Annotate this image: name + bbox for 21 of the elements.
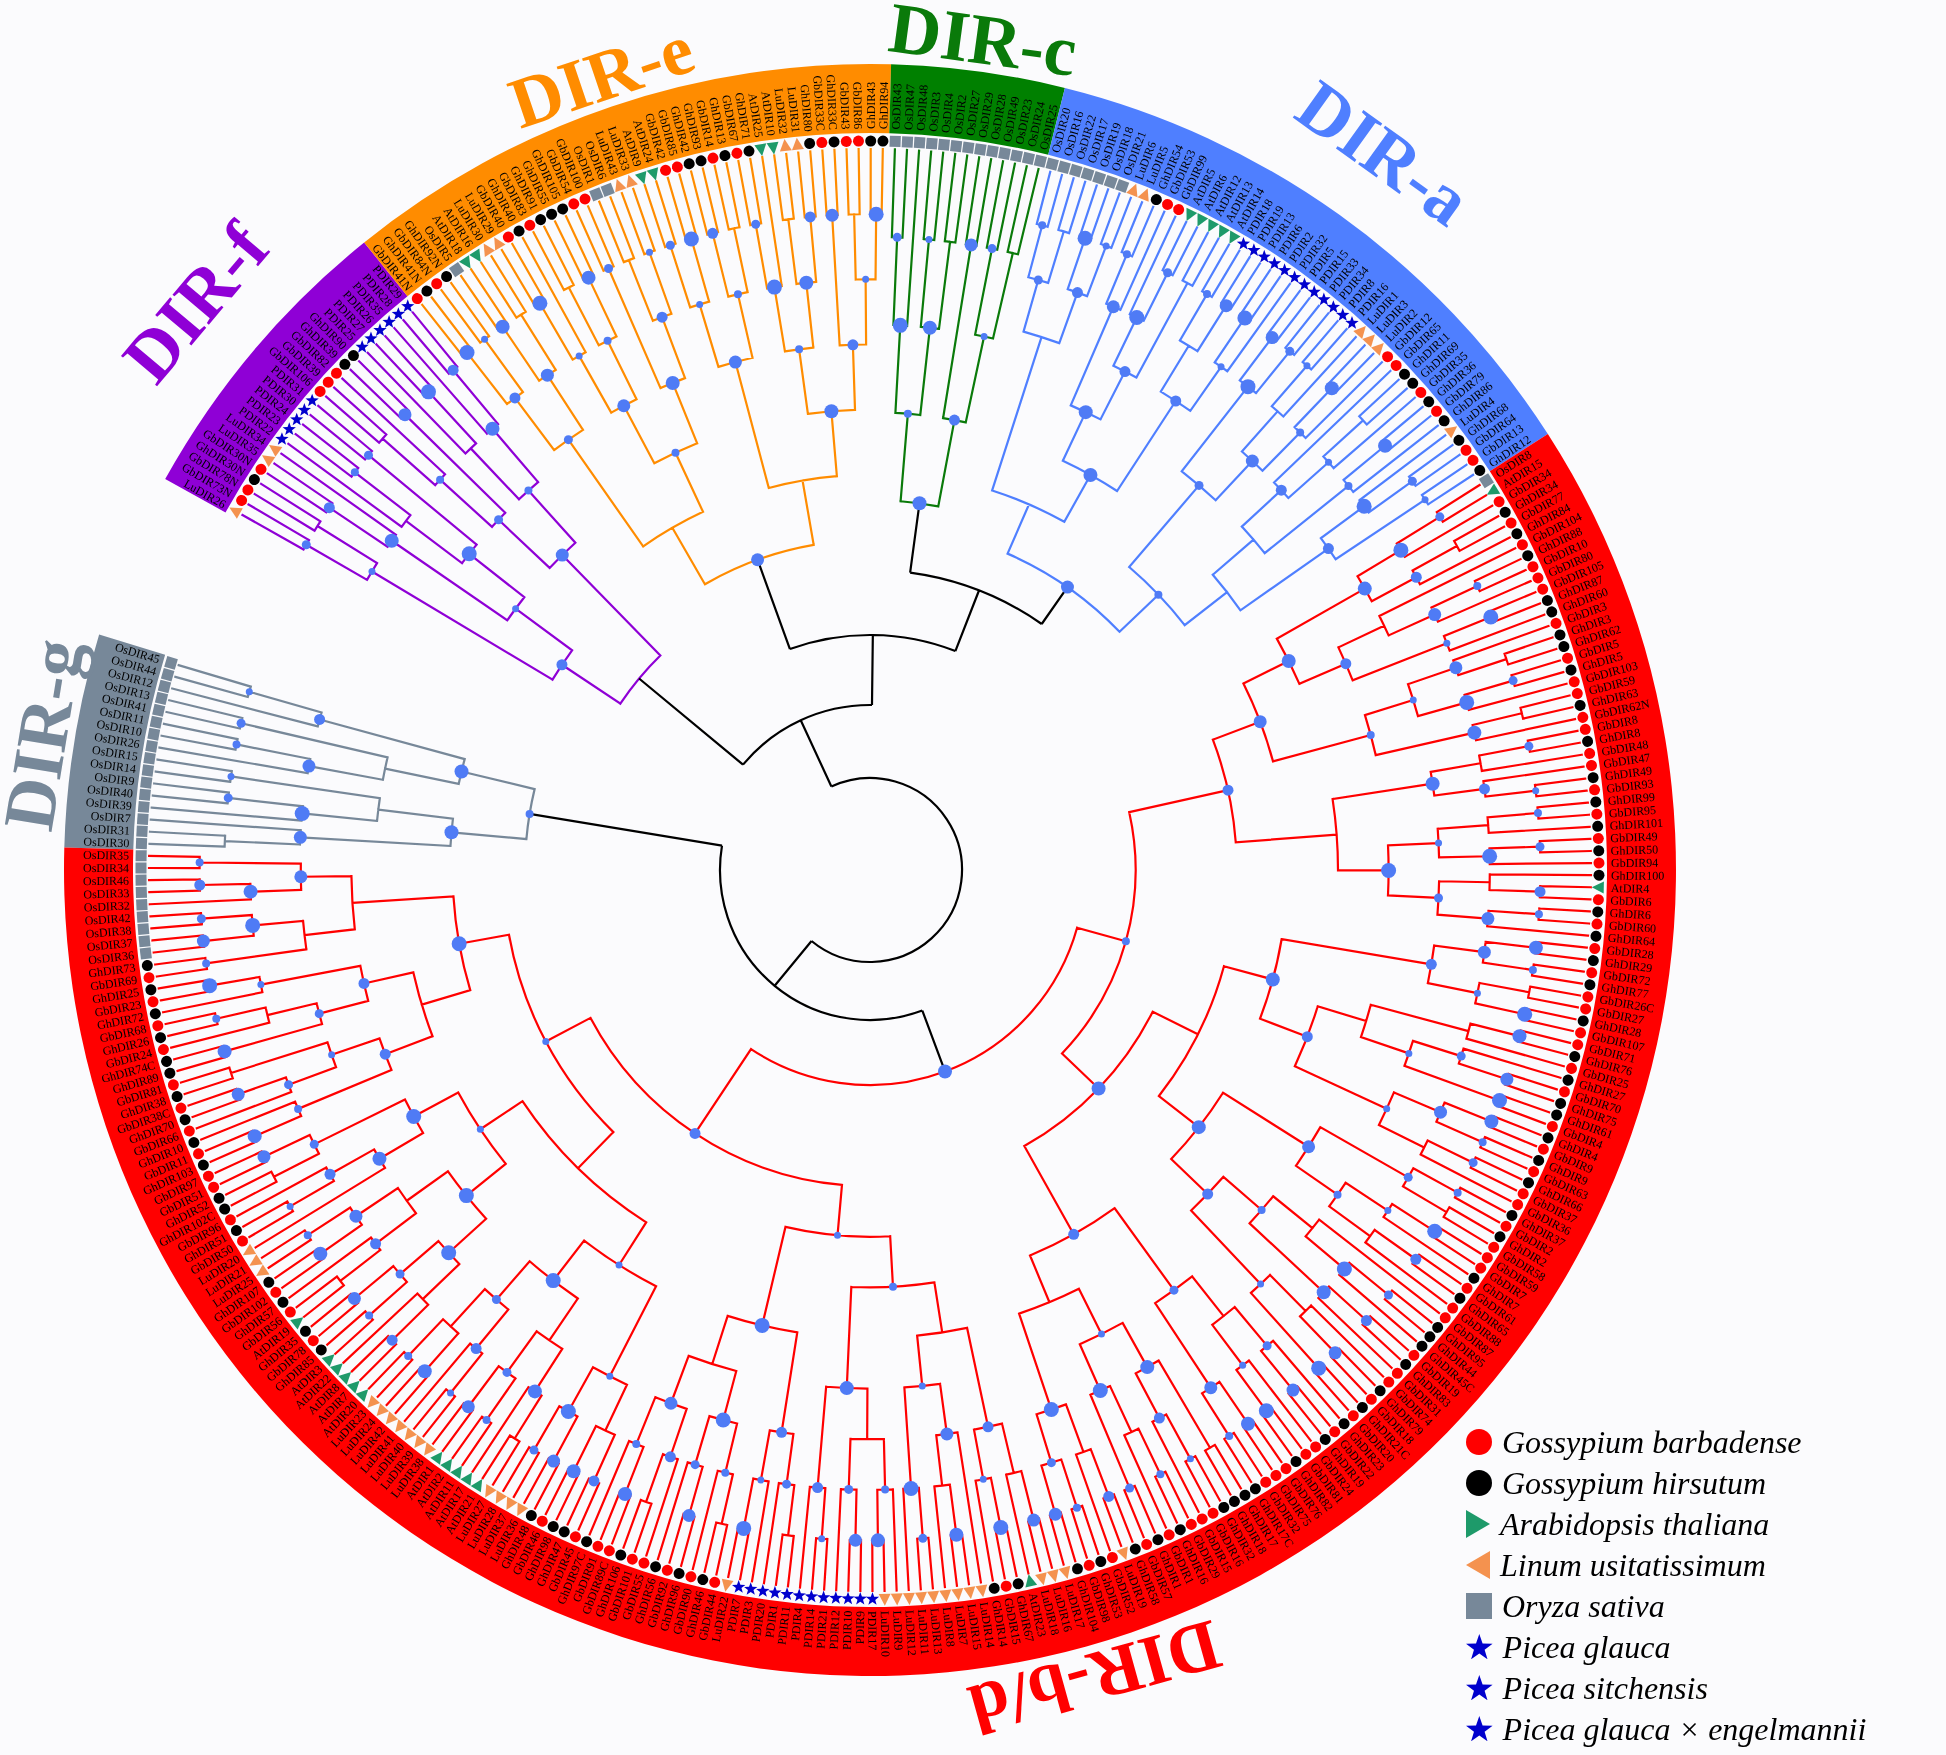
legend-text: Picea glauca × engelmannii [1502,1712,1867,1745]
legend-text: Gossypium hirsutum [1502,1466,1766,1499]
legend-text: Gossypium barbadense [1502,1425,1802,1458]
leaf-label: GhDIR43 [863,81,878,129]
leaf-label: GbDIR43 [837,81,853,130]
leaf-label: GhDIR100 [1610,868,1665,883]
leaf-label: OsDIR34 [82,861,129,876]
legend-text: Oryza sativa [1502,1589,1665,1622]
leaf-label: PDIR17 [865,1611,880,1651]
legend-text: Picea glauca [1502,1630,1671,1663]
leaf-label: OsDIR46 [82,873,130,889]
leaf-label: GbDIR86 [850,81,866,130]
leaf-label: PDIR9 [852,1610,868,1645]
leaf-label: GbDIR94 [1610,855,1659,871]
legend-text: Linum usitatissimum [1500,1548,1766,1581]
legend-text: Arabidopsis thaliana [1500,1507,1770,1540]
leaf-label: GbDIR6 [1610,893,1652,910]
leaf-label: LuDIR9 [890,1610,906,1651]
leaf-label: AtDIR4 [1610,880,1650,896]
legend-text: Picea sitchensis [1502,1671,1708,1704]
leaf-label: LuDIR10 [877,1610,893,1657]
